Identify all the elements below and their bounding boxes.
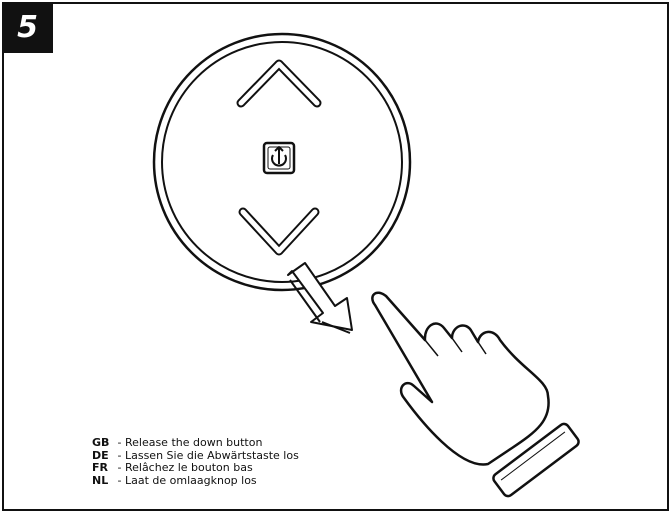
caption-de: DE - Lassen Sie die Abwärtstaste los [92, 448, 299, 463]
caption-text: - Release the down button [117, 436, 263, 449]
caption-fr: FR - Relâchez le bouton bas [92, 461, 299, 475]
chevron-up-icon [236, 59, 322, 108]
caption-text: - Lassen Sie die Abwärtstaste los [117, 448, 299, 462]
step-number-badge: 5 [2, 2, 53, 53]
language-code: DE [92, 448, 109, 462]
language-code: FR [92, 461, 108, 474]
caption-text: - Relâchez le bouton bas [117, 461, 253, 474]
release-arrow-icon [287, 262, 353, 334]
power-up-icon [262, 141, 296, 175]
caption-text: - Laat de omlaagknop los [117, 473, 257, 487]
language-code: NL [92, 473, 109, 487]
language-code: GB [92, 436, 110, 449]
chevron-down-icon [238, 207, 320, 256]
caption-nl: NL - Laat de omlaagknop los [92, 473, 299, 488]
caption-gb: GB - Release the down button [92, 436, 299, 450]
pointing-hand-icon [371, 291, 580, 498]
instruction-captions: GB - Release the down button DE - Lassen… [92, 436, 299, 488]
